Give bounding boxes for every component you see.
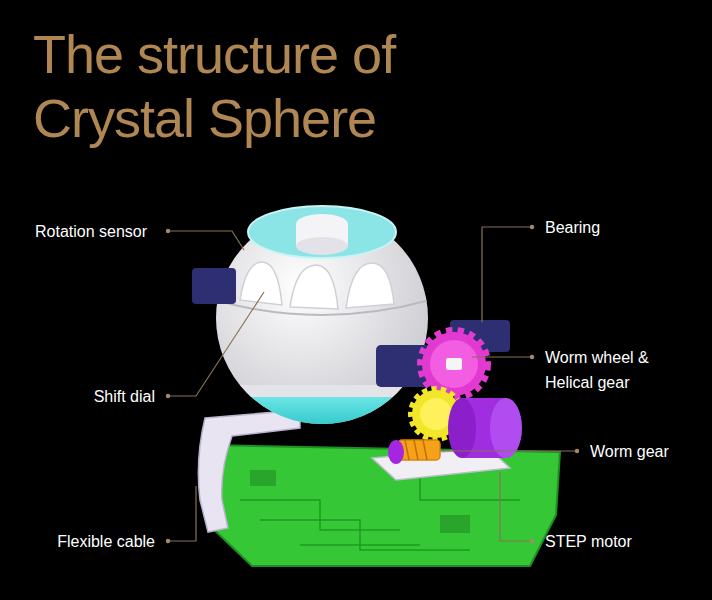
leader-line [168,486,196,541]
pcb-traces [240,470,520,550]
part-label: Rotation sensor [35,219,147,244]
shaft-end [388,440,404,464]
step-motor [448,398,476,458]
dial-scallop [240,262,282,305]
worm-thread [405,440,409,460]
top-window [248,206,396,258]
gear-hub [446,358,462,370]
leader-lines [168,227,577,541]
part-label: Bearing [545,215,600,240]
part-label: STEP motor [545,529,632,554]
leader-line [482,227,532,322]
part-label: Worm wheel & Helical gear [545,345,680,395]
pcb-board [205,445,560,566]
leader-dot [530,225,534,229]
worm-gear [398,440,440,460]
leader-dot [166,539,170,543]
leader-line [442,450,577,451]
leader-dot [530,355,534,359]
part-label: Flexible cable [57,529,155,554]
page-title: The structure of Crystal Sphere [33,22,473,150]
worm-threads [405,440,427,460]
bearing-block [192,268,236,304]
worm-thread [414,440,418,460]
part-label: Worm gear [590,439,669,464]
leader-line [472,356,532,357]
step-motor [490,398,522,458]
part-label: Shift dial [94,384,155,409]
dial-scallop [290,265,338,309]
flexible-cable [198,410,300,532]
leader-line [168,231,244,250]
pcb-chip [440,515,470,533]
leader-dot [530,539,534,543]
pcb-trace [300,544,420,546]
pcb-trace [260,520,470,550]
top-button [296,237,348,255]
shift-dial-scallops [240,262,394,309]
pcb-trace [240,500,400,530]
leader-dot [166,229,170,233]
dial-scallop [346,263,394,308]
worm-thread [423,440,427,460]
leader-dot [575,449,579,453]
worm-wheel [430,340,478,388]
pcb-chip [250,470,276,486]
leader-dot [166,394,170,398]
helical-gear [420,398,452,430]
leader-line [168,292,264,396]
leader-line [500,472,532,541]
leader-dots [166,225,579,543]
